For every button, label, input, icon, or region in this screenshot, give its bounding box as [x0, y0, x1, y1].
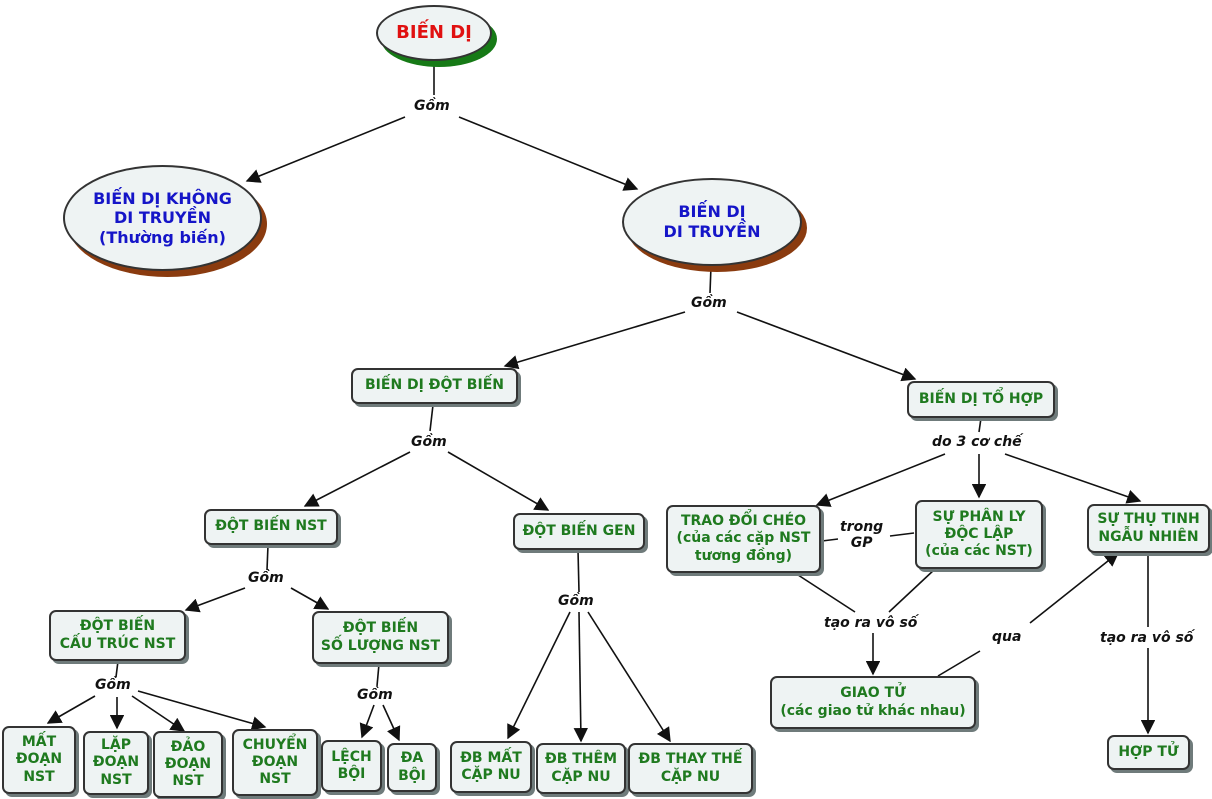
node-hop-tu[interactable]: HỢP TỬ	[1107, 735, 1190, 770]
node-giao-tu[interactable]: GIAO TỬ (các giao tử khác nhau)	[770, 676, 976, 729]
edge-arrow	[573, 611, 588, 743]
node-bien-di-khong-di-truyen[interactable]: BIẾN DỊ KHÔNG DI TRUYỀN (Thường biến)	[63, 165, 262, 271]
node-su-thu-tinh-ngau-nhien[interactable]: SỰ THỤ TINH NGẪU NHIÊN	[1087, 504, 1210, 553]
edge	[429, 404, 434, 432]
edge-label-tao-ra-vo-so: tạo ra vô số	[1098, 630, 1196, 647]
edge	[709, 265, 712, 294]
edge-arrow	[507, 611, 571, 740]
edge-label-gom: Gồm	[355, 687, 395, 704]
edge-label-gom: Gồm	[412, 98, 452, 115]
edge-arrow	[1029, 552, 1120, 624]
edge-arrow	[46, 695, 96, 724]
node-so-luong-nst[interactable]: ĐỘT BIẾN SỐ LƯỢNG NST	[312, 611, 449, 664]
edge-arrow	[303, 451, 411, 507]
edge-arrow	[447, 451, 550, 511]
node-bien-di[interactable]: BIẾN DỊ	[376, 5, 492, 61]
edge-arrow	[815, 453, 946, 507]
edge-label-trong-gp: trong GP	[838, 519, 886, 552]
edge-arrow	[359, 704, 375, 739]
edge-label-qua: qua	[990, 629, 1024, 646]
edge-label-gom: Gồm	[556, 593, 596, 610]
edge	[266, 544, 269, 571]
edge	[978, 417, 982, 433]
node-db-thay-the-cap-nu[interactable]: ĐB THAY THẾ CẶP NU	[628, 743, 753, 794]
edge	[889, 532, 915, 537]
edge-arrow	[131, 695, 186, 732]
edge	[115, 660, 119, 678]
node-da-boi[interactable]: ĐA BỘI	[387, 743, 437, 792]
edge-label-tao-ra-vo-so: tạo ra vô số	[822, 615, 920, 632]
edge-arrow	[290, 587, 330, 610]
edge	[794, 572, 856, 613]
node-bien-di-di-truyen[interactable]: BIẾN DỊ DI TRUYỀN	[622, 178, 802, 266]
node-lap-doan-nst[interactable]: LẶP ĐOẠN NST	[83, 731, 149, 795]
node-su-phan-ly-doc-lap[interactable]: SỰ PHÂN LY ĐỘC LẬP (của các NST)	[915, 500, 1043, 569]
edge-arrow	[458, 116, 639, 191]
node-db-them-cap-nu[interactable]: ĐB THÊM CẶP NU	[536, 743, 626, 794]
edge-label-gom: Gồm	[409, 434, 449, 451]
edge-arrow	[382, 704, 401, 742]
edge-arrow	[245, 116, 406, 183]
node-dot-bien-gen[interactable]: ĐỘT BIẾN GEN	[513, 513, 645, 550]
edge-arrow	[137, 690, 267, 731]
node-db-mat-cap-nu[interactable]: ĐB MẤT CẶP NU	[450, 741, 532, 793]
edge-arrow	[587, 611, 671, 743]
node-lech-boi[interactable]: LỆCH BỘI	[321, 740, 382, 792]
edge	[888, 568, 936, 613]
node-dao-doan-nst[interactable]: ĐẢO ĐOẠN NST	[153, 731, 223, 798]
edge-arrow	[184, 587, 246, 613]
edge-label-gom: Gồm	[689, 295, 729, 312]
edge	[821, 538, 839, 542]
edge-arrow	[1004, 453, 1142, 504]
node-cau-truc-nst[interactable]: ĐỘT BIẾN CẤU TRÚC NST	[49, 610, 186, 661]
node-bien-di-dot-bien[interactable]: BIẾN DỊ ĐỘT BIẾN	[351, 368, 518, 404]
node-trao-doi-cheo[interactable]: TRAO ĐỔI CHÉO (của các cặp NST tương đồn…	[666, 505, 821, 573]
node-mat-doan-nst[interactable]: MẤT ĐOẠN NST	[2, 726, 76, 794]
edge	[376, 663, 380, 687]
edge-arrow	[736, 311, 917, 382]
node-bien-di-to-hop[interactable]: BIẾN DỊ TỔ HỢP	[907, 381, 1055, 418]
edge-arrow	[503, 311, 686, 370]
node-chuyen-doan-nst[interactable]: CHUYỂN ĐOẠN NST	[232, 729, 318, 796]
node-dot-bien-nst[interactable]: ĐỘT BIẾN NST	[204, 509, 338, 545]
edge-label-gom: Gồm	[246, 570, 286, 587]
edge-label-gom: Gồm	[93, 677, 133, 694]
edge-label-do-3-co-che: do 3 cơ chế	[930, 434, 1024, 451]
edge	[937, 650, 981, 677]
edge	[577, 549, 580, 593]
